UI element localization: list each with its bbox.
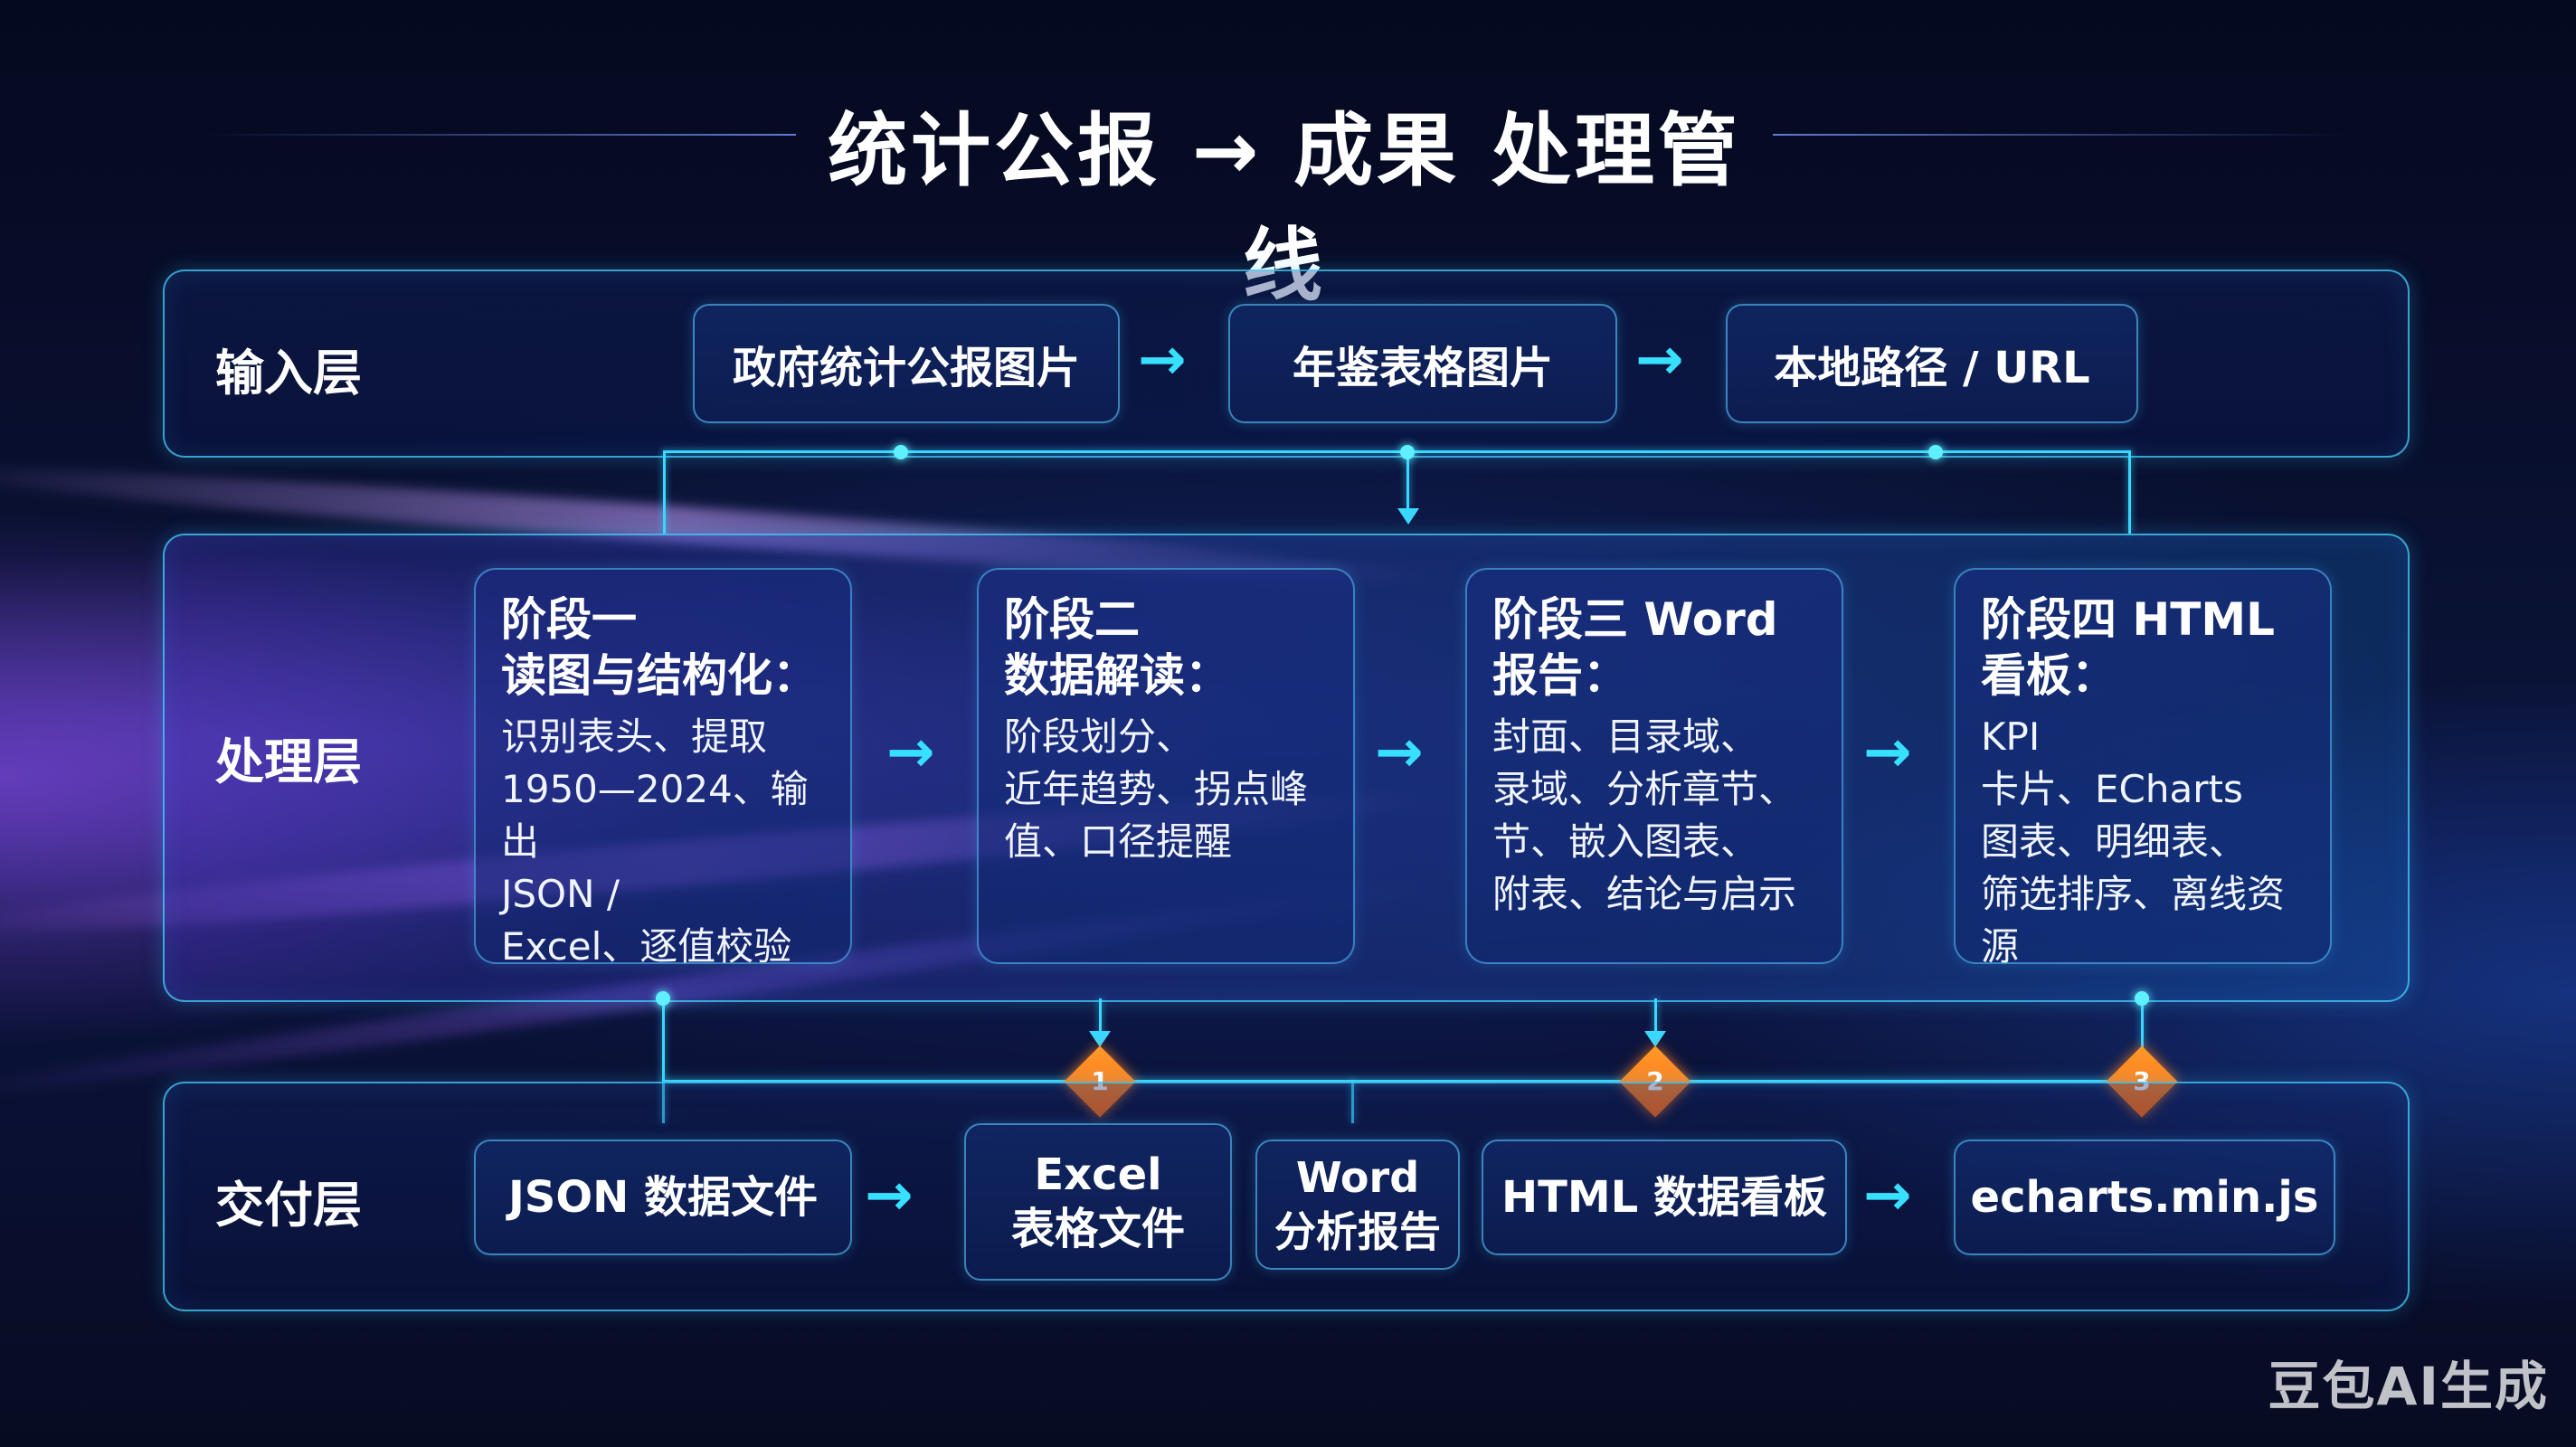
arrow-down-icon <box>1397 508 1419 525</box>
output-item-html-dashboard[interactable]: HTML 数据看板 <box>1482 1140 1847 1255</box>
input-item-path-url[interactable]: 本地路径 / URL <box>1726 304 2138 423</box>
output-item-word[interactable]: Word 分析报告 <box>1255 1140 1460 1270</box>
connector-line <box>1351 1080 1354 1123</box>
stage-card-3[interactable]: 阶段三 Word 报告： 封面、目录域、 录域、分析章节、 节、嵌入图表、 附表… <box>1465 568 1843 964</box>
connector-line <box>2141 998 2144 1049</box>
stage-description: 阶段划分、 近年趋势、拐点峰 值、口径提醒 <box>1004 714 1309 864</box>
processing-layer-label: 处理层 <box>215 733 362 790</box>
input-layer-label: 输入层 <box>215 345 362 402</box>
watermark: 豆包AI生成 <box>2268 1356 2549 1417</box>
arrow-right-icon: → <box>1863 1162 1912 1229</box>
step-marker-number: 3 <box>2117 1056 2167 1107</box>
stage-title: 阶段三 Word 报告： <box>1492 593 1778 702</box>
title-divider-right <box>1773 134 2352 136</box>
stage-title: 阶段二 数据解读： <box>1004 593 1230 702</box>
connector-line <box>1099 998 1102 1036</box>
connector-line <box>662 1080 2145 1083</box>
arrow-right-icon: → <box>1375 719 1424 786</box>
connector-dot <box>656 991 670 1006</box>
connector-line <box>1654 998 1657 1036</box>
stage-title: 阶段四 HTML 看板： <box>1981 593 2275 702</box>
arrow-right-icon: → <box>865 1162 914 1229</box>
connector-dot <box>2135 991 2149 1006</box>
arrow-right-icon: → <box>886 719 935 786</box>
output-layer-label: 交付层 <box>215 1177 362 1234</box>
arrow-right-icon: → <box>1138 326 1187 393</box>
stage-card-2[interactable]: 阶段二 数据解读： 阶段划分、 近年趋势、拐点峰 值、口径提醒 <box>977 568 1355 964</box>
output-item-json[interactable]: JSON 数据文件 <box>474 1140 852 1255</box>
connector-line <box>1406 450 1409 508</box>
arrow-right-icon: → <box>1635 326 1684 393</box>
title-divider-left <box>199 134 796 136</box>
stage-description: 识别表头、提取 1950—2024、输出 JSON / Excel、逐值校验 <box>501 714 809 969</box>
connector-dot <box>1400 445 1415 459</box>
connector-dot <box>1928 445 1943 459</box>
step-marker-number: 2 <box>1630 1056 1681 1107</box>
stage-title: 阶段一 读图与结构化： <box>501 593 818 702</box>
arrow-down-icon <box>1644 1031 1666 1047</box>
arrow-right-icon: → <box>1863 719 1912 786</box>
stage-description: 封面、目录域、 录域、分析章节、 节、嵌入图表、 附表、结论与启示 <box>1492 714 1797 916</box>
connector-line <box>664 450 2131 453</box>
step-marker-number: 1 <box>1075 1056 1125 1107</box>
connector-line <box>663 450 666 534</box>
output-item-excel[interactable]: Excel 表格文件 <box>964 1123 1232 1281</box>
stage-description: KPI 卡片、ECharts 图表、明细表、 筛选排序、离线资源 <box>1981 714 2286 969</box>
connector-dot <box>894 445 908 459</box>
page-title: 统计公报 → 成果 处理管线 <box>828 104 1741 312</box>
arrow-down-icon <box>1089 1031 1111 1047</box>
input-item-yearbook[interactable]: 年鉴表格图片 <box>1228 304 1617 423</box>
connector-line <box>2128 450 2131 534</box>
connector-line <box>662 998 665 1123</box>
stage-card-4[interactable]: 阶段四 HTML 看板： KPI 卡片、ECharts 图表、明细表、 筛选排序… <box>1954 568 2332 969</box>
stage-card-1[interactable]: 阶段一 读图与结构化： 识别表头、提取 1950—2024、输出 JSON / … <box>474 568 852 969</box>
output-item-echarts-js[interactable]: echarts.min.js <box>1954 1140 2335 1255</box>
input-item-gov-bulletin[interactable]: 政府统计公报图片 <box>693 304 1120 423</box>
